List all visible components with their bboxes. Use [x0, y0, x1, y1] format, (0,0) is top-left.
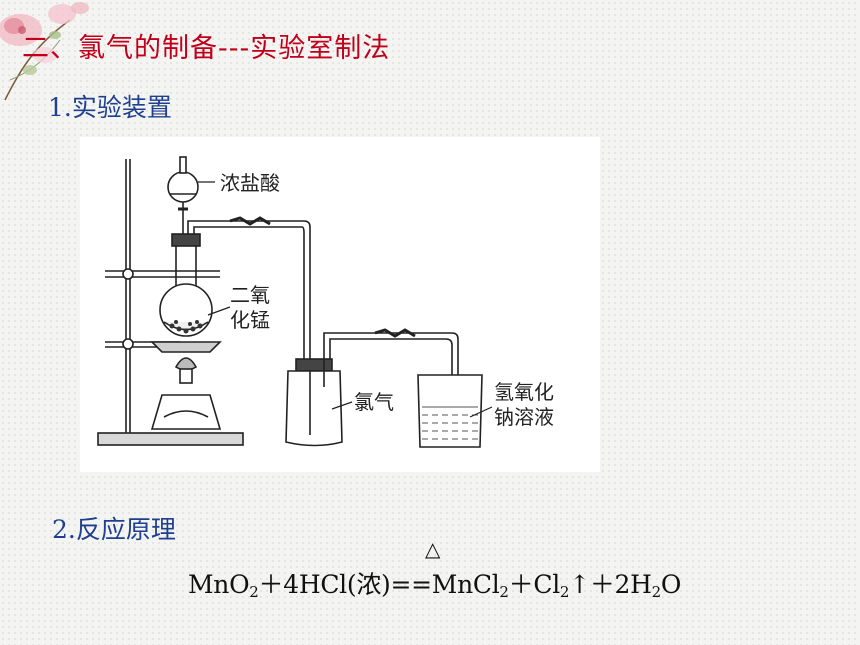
- section-label: 实验装置: [71, 93, 172, 122]
- reactant-hcl: 4HCl(浓): [283, 570, 391, 599]
- gas-arrow-icon: ↑: [569, 570, 590, 599]
- section-number: 2.: [52, 515, 76, 544]
- page-title: 二、氯气的制备---实验室制法: [22, 33, 391, 64]
- label-acid: 浓盐酸: [220, 171, 280, 195]
- delivery-tube: [187, 220, 311, 365]
- reactant-mno2: MnO: [188, 570, 250, 599]
- section-label: 反应原理: [75, 515, 176, 544]
- label-mno2-line2: 化锰: [230, 308, 270, 332]
- beaker: [417, 374, 483, 448]
- section-heading-principle: 2.反应原理: [52, 510, 176, 546]
- section-heading-apparatus: 1.实验装置: [48, 88, 172, 124]
- product-mncl2: MnCl: [431, 570, 500, 599]
- alcohol-lamp: [150, 394, 222, 430]
- flower-decoration-icon: [0, 2, 89, 101]
- label-chlorine: 氯气: [354, 390, 394, 414]
- label-mno2-line1: 二氧: [230, 283, 270, 307]
- apparatus-diagram: 浓盐酸 二氧 化锰 氯气 氢氧化 钠溶液: [80, 137, 600, 472]
- gas-collection-bottle: [285, 370, 343, 447]
- stand-base: [97, 432, 244, 446]
- apparatus-drawing: 浓盐酸 二氧 化锰 氯气 氢氧化 钠溶液: [97, 156, 554, 448]
- product-water: 2H: [614, 570, 652, 599]
- label-naoh-line2: 钠溶液: [494, 405, 554, 429]
- separatory-funnel: [167, 171, 199, 203]
- chemical-equation: MnO2＋4HCl(浓)==MnCl2＋Cl2↑＋2H2O: [188, 570, 682, 601]
- section-number: 1.: [48, 93, 72, 122]
- reaction-condition-heat: △: [425, 537, 441, 561]
- label-naoh-line1: 氢氧化: [494, 380, 554, 404]
- equals-sign: ==: [390, 570, 433, 599]
- product-cl2: Cl: [533, 570, 560, 599]
